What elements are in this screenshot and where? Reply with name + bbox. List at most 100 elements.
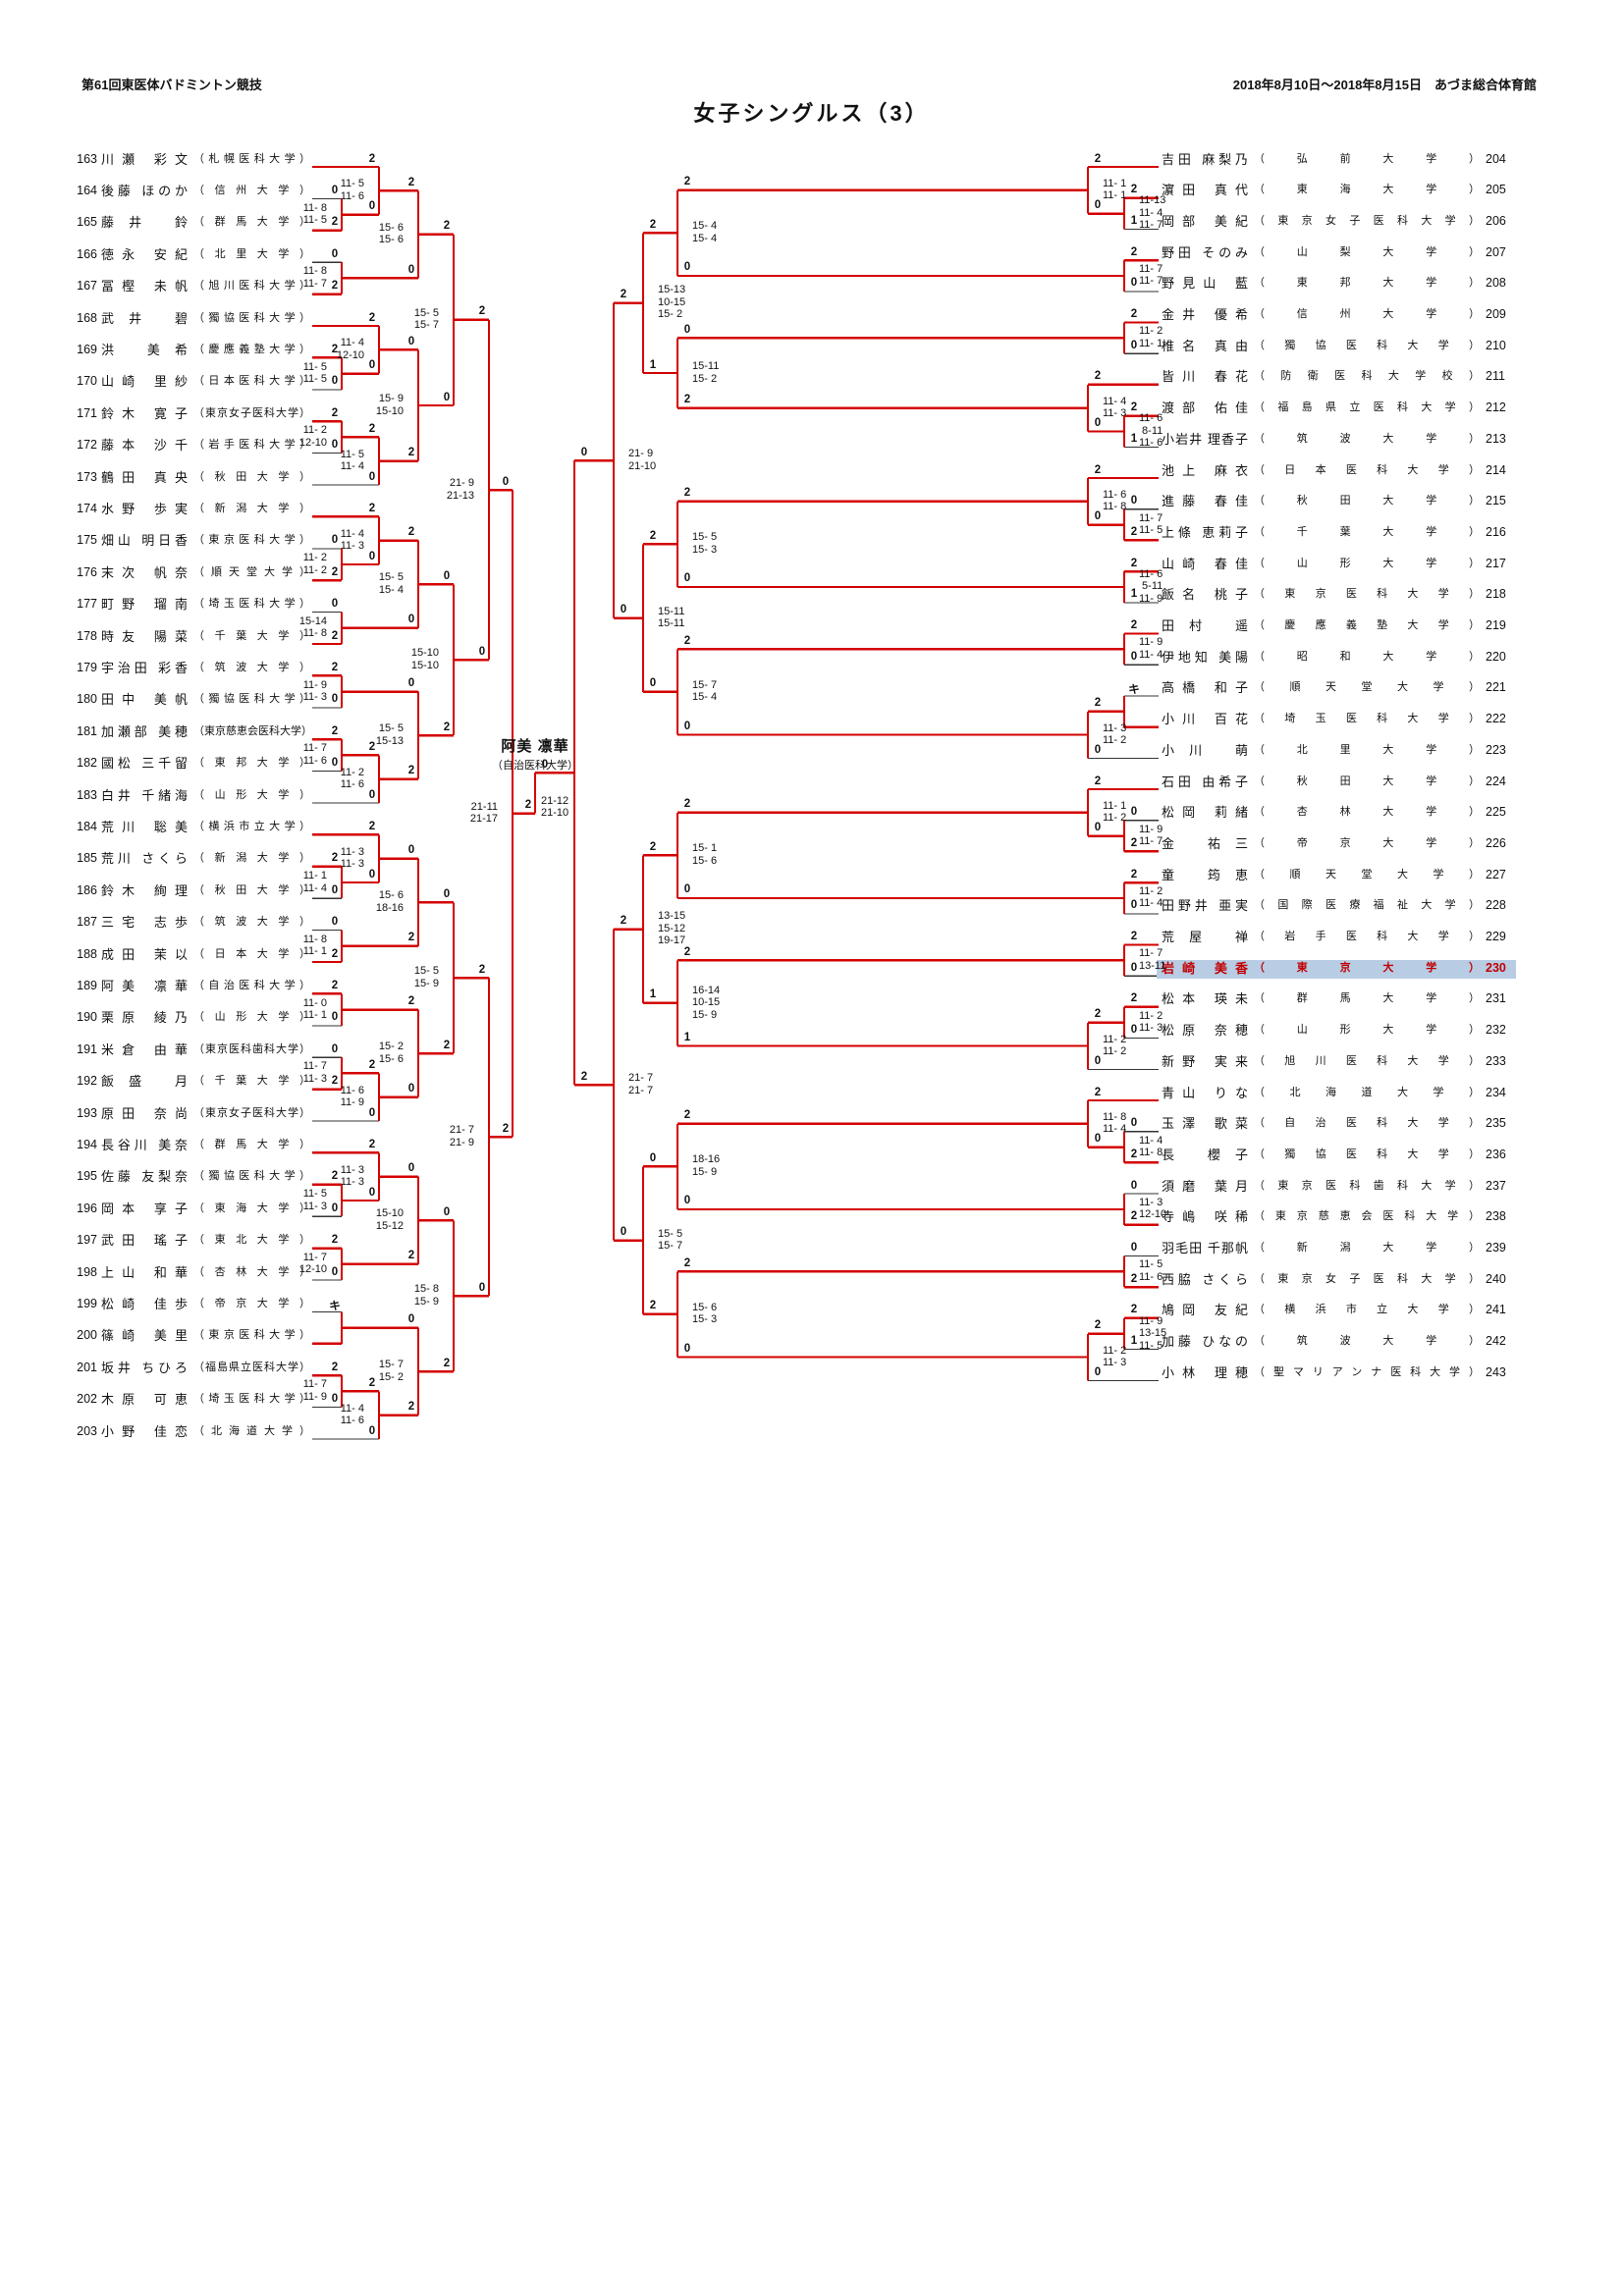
player-number: 164 (77, 183, 97, 197)
game-count: 0 (1094, 822, 1102, 834)
match-score: 11- 8 11- 5 (302, 201, 327, 227)
match-score: 11- 5 11- 6 (340, 178, 364, 202)
player-university: （埼玉医科大学） (193, 598, 310, 611)
player-name: 鈴木 絢理 (101, 882, 188, 898)
match-score: 15-10 15-12 (375, 1207, 404, 1232)
player-name: 藤本 沙千 (101, 438, 188, 454)
player-number: 179 (77, 660, 97, 674)
player-row: 玉澤 歌菜（自治医科大学）235 (1162, 1116, 1513, 1133)
game-count: 2 (683, 1109, 691, 1122)
match-score: 11- 2 11- 2 (302, 552, 327, 576)
game-count: 0 (331, 1042, 339, 1055)
player-university: （群馬大学） (1254, 992, 1480, 1005)
game-count: 2 (1094, 774, 1102, 787)
player-number: 211 (1486, 369, 1505, 384)
player-number: 191 (77, 1041, 97, 1056)
match-score: 11- 4 11- 3 (340, 527, 364, 553)
player-number: 241 (1486, 1303, 1506, 1317)
player-number: 177 (77, 597, 97, 612)
match-score: 15- 5 15- 4 (378, 571, 404, 596)
player-university: （岩手医科大学） (193, 439, 310, 452)
game-count: 2 (331, 565, 339, 578)
player-number: 231 (1486, 991, 1506, 1006)
player-number: 216 (1486, 524, 1506, 539)
match-score: 15-11 15- 2 (692, 360, 720, 385)
game-count: 2 (368, 502, 376, 514)
match-score: 21- 9 21-13 (446, 477, 474, 502)
player-university: （埼玉医科大学） (1254, 713, 1480, 725)
player-row: 小川 百花（埼玉医科大学）222 (1162, 712, 1513, 728)
player-name: 羽毛田 千那帆 (1162, 1241, 1248, 1255)
player-name: 小林 理穂 (1162, 1364, 1248, 1380)
game-count: 0 (368, 1186, 376, 1199)
player-number: 225 (1486, 805, 1506, 820)
game-count: 0 (407, 1162, 415, 1175)
player-university: （獨協医科大学） (193, 311, 310, 324)
game-count: 2 (683, 945, 691, 958)
player-name: 小川 萌 (1162, 742, 1248, 758)
game-count: 2 (331, 1361, 339, 1373)
player-number: 239 (1486, 1241, 1506, 1255)
player-number: 199 (77, 1296, 97, 1310)
game-count: 2 (368, 740, 376, 753)
game-count: 2 (331, 629, 339, 642)
player-name: 岡本 享子 (101, 1201, 188, 1216)
player-name: 國松 三千留 (101, 756, 188, 772)
game-count: 2 (443, 1039, 451, 1051)
player-number: 215 (1486, 494, 1506, 508)
player-number: 185 (77, 851, 97, 866)
game-count: 2 (407, 932, 415, 944)
player-row: 荒屋 禅（岩手医科大学）229 (1162, 930, 1513, 946)
match-score: 11- 3 11- 3 (340, 1163, 364, 1189)
game-count: 1 (649, 988, 657, 1001)
game-count: 2 (1130, 1272, 1138, 1285)
match-score: 15- 8 15- 9 (413, 1283, 439, 1308)
game-count: 2 (1130, 1210, 1138, 1223)
player-row: 岡部 美紀（東京女子医科大学）206 (1162, 214, 1513, 231)
player-name: 成田 茉以 (101, 946, 188, 962)
match-score: 11- 6 8-11 11- 6 (1139, 412, 1163, 450)
player-name: 金 祐三 (1162, 835, 1248, 851)
player-number: 206 (1486, 213, 1506, 228)
player-number: 222 (1486, 712, 1506, 726)
player-number: 190 (77, 1010, 97, 1025)
player-number: 178 (77, 628, 97, 643)
player-university: （日本医科大学） (1254, 463, 1480, 476)
player-name: 上條 恵莉子 (1162, 524, 1248, 540)
match-score: 11- 2 11- 1 (1139, 325, 1163, 349)
match-score: 11- 2 11- 3 (1103, 1344, 1127, 1369)
highlight-band (1157, 960, 1516, 980)
player-row: 山崎 春佳（山形大学）217 (1162, 557, 1513, 573)
game-count: 1 (1130, 432, 1138, 445)
player-number: 220 (1486, 649, 1506, 664)
player-row: 羽毛田 千那帆（新潟大学）239 (1162, 1241, 1513, 1257)
game-count: 2 (1130, 868, 1138, 881)
player-number: 196 (77, 1201, 97, 1215)
player-row: 鳩岡 友紀（横浜市立大学）241 (1162, 1303, 1513, 1319)
player-name: 吉田 麻梨乃 (1162, 151, 1248, 167)
player-university: （東海大学） (1254, 184, 1480, 196)
player-university: （東京女子医科大学） (193, 1106, 310, 1119)
player-university: （秋田大学） (193, 470, 310, 483)
final-score: 21-12 21-10 (541, 794, 569, 820)
game-count: 2 (407, 765, 415, 777)
game-count: 2 (1130, 1304, 1138, 1316)
game-count: キ (1128, 684, 1140, 697)
player-university: （国際医療福祉大学） (1254, 899, 1480, 912)
player-university: （東京大学） (1254, 961, 1480, 974)
player-number: 195 (77, 1169, 97, 1184)
match-score: 15- 7 15- 4 (692, 678, 718, 704)
player-university: （山梨大学） (1254, 245, 1480, 258)
player-number: 218 (1486, 587, 1506, 602)
player-number: 227 (1486, 867, 1506, 881)
match-score: 11- 2 11- 6 (340, 766, 364, 791)
game-count: 0 (683, 323, 691, 336)
player-name: 飯盛 月 (101, 1074, 188, 1090)
player-number: 232 (1486, 1023, 1506, 1038)
match-score: 15-11 15-11 (658, 605, 685, 630)
champion-university: （自治医科大学） (492, 760, 578, 772)
player-row: 伊地知 美陽（昭和大学）220 (1162, 650, 1513, 667)
